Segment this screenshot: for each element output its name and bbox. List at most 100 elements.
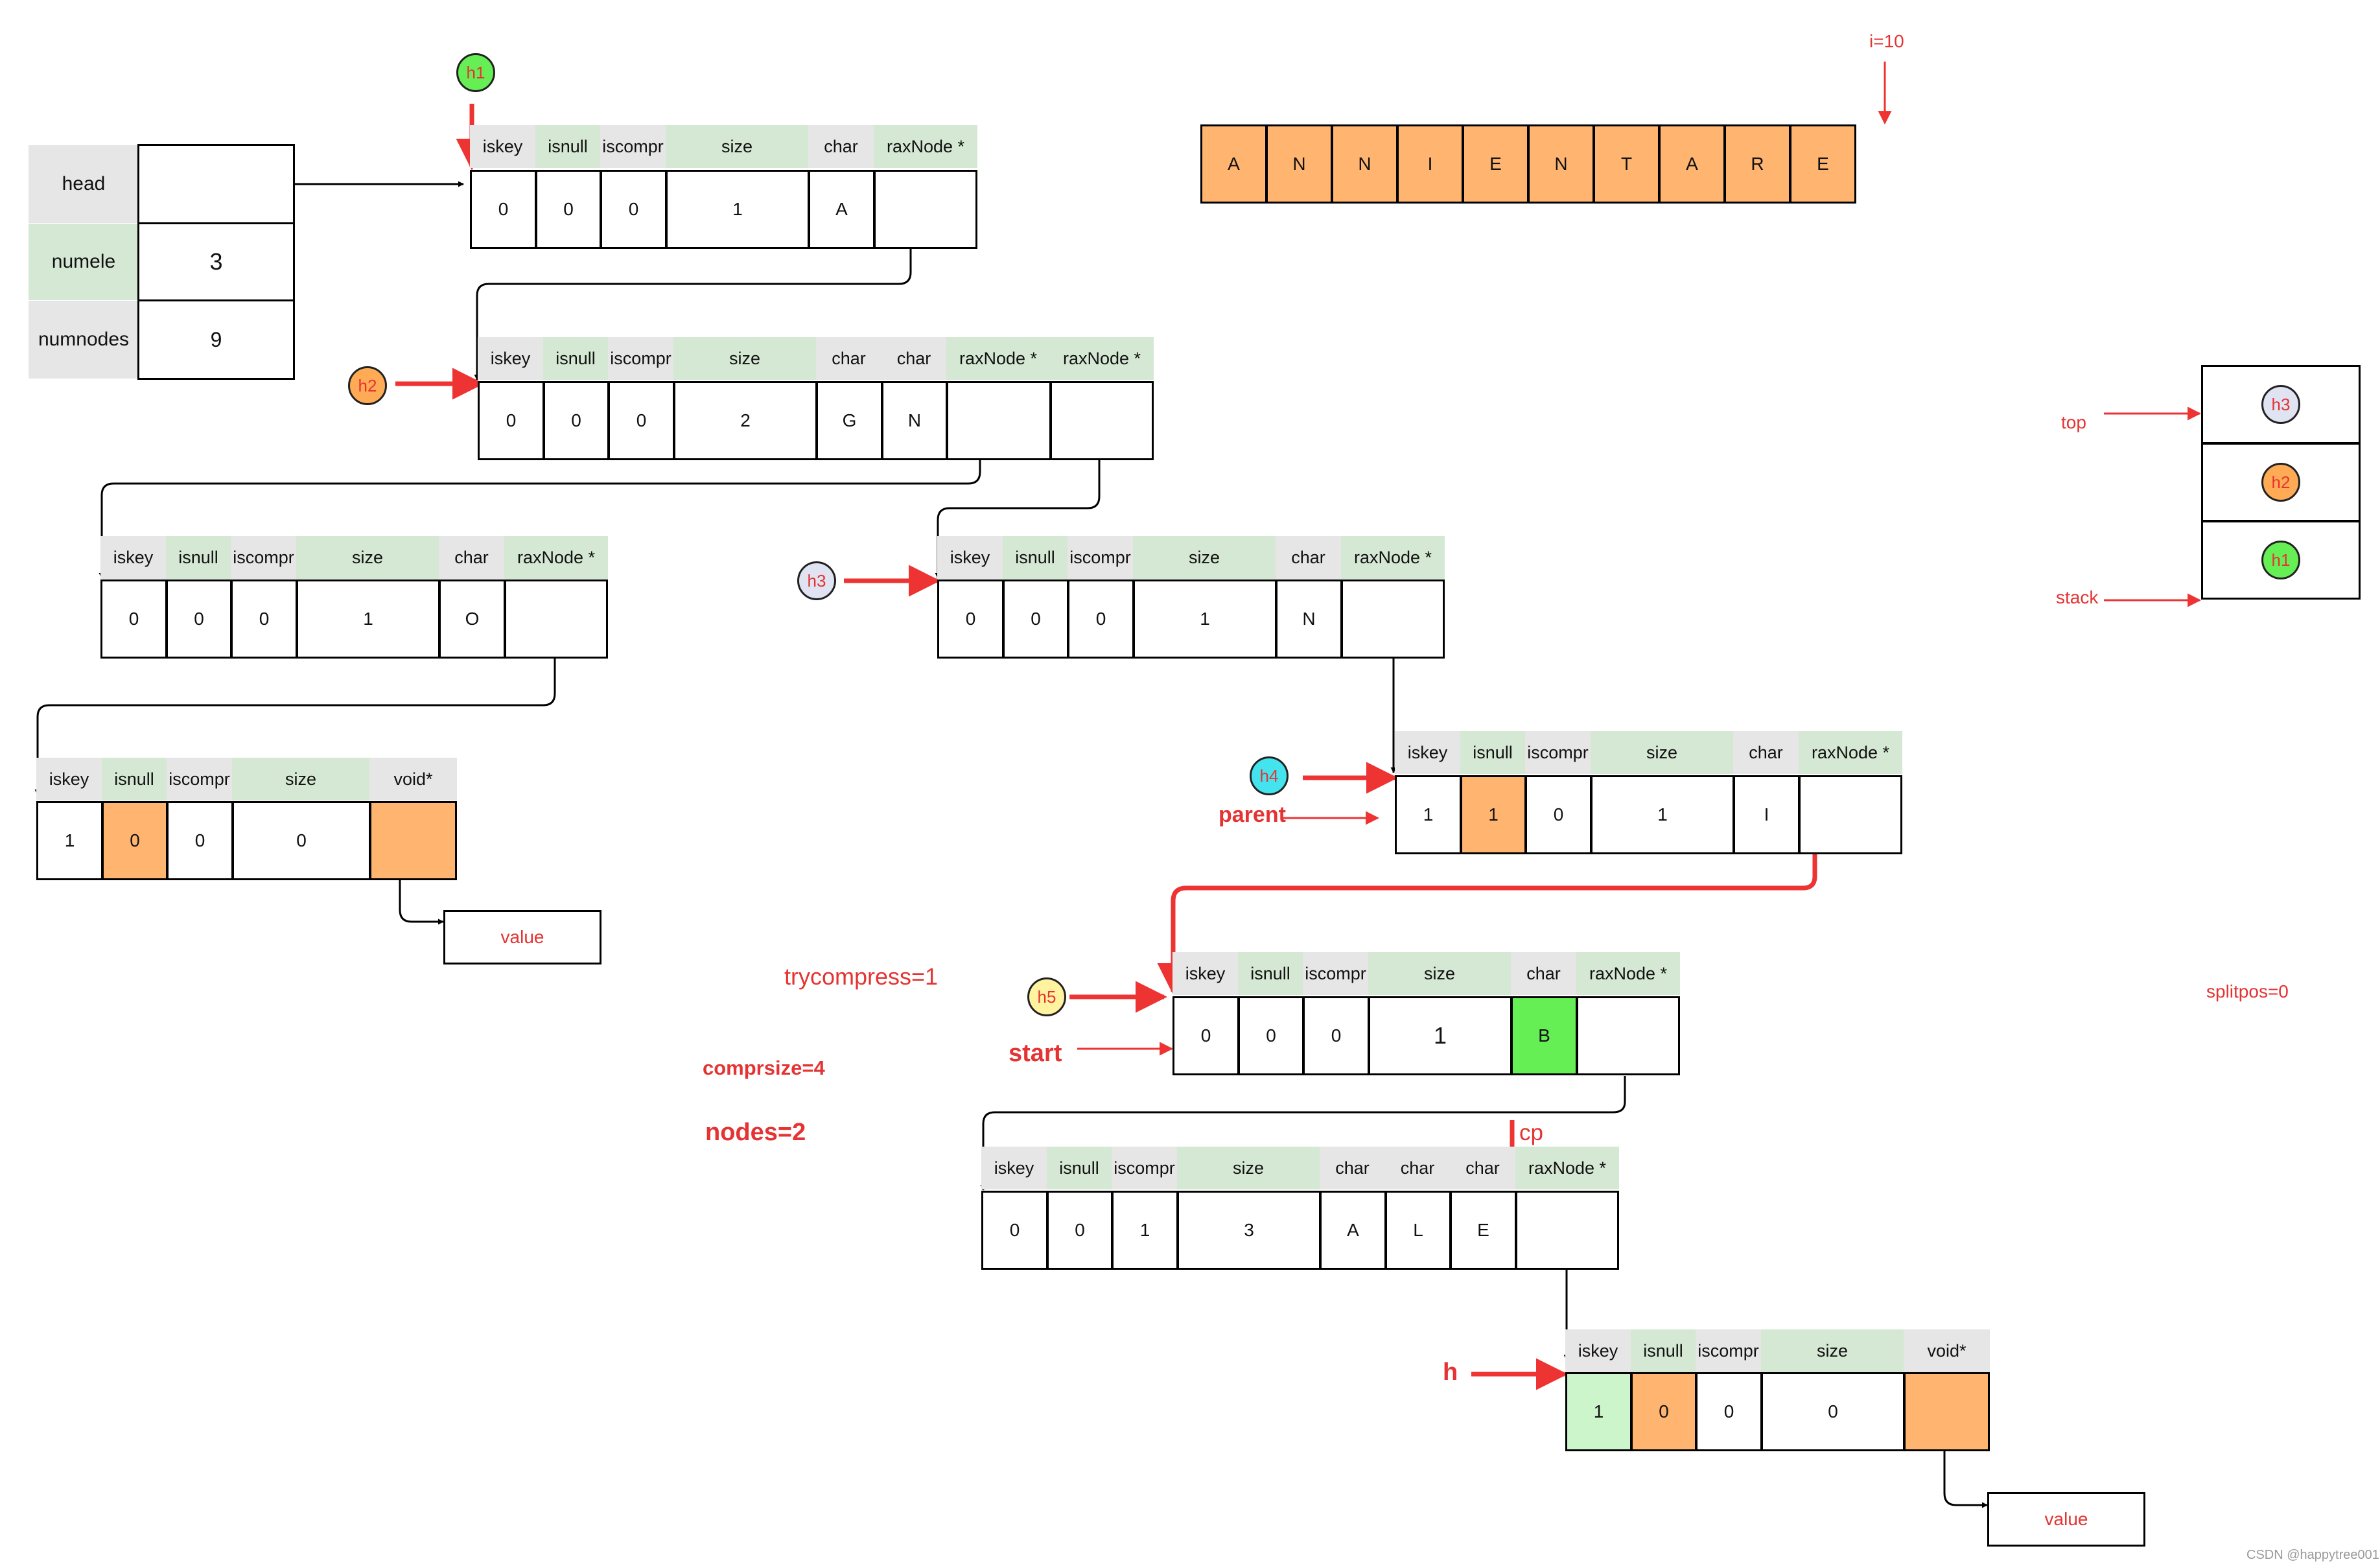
rax-struct-value-numnodes: 9	[137, 299, 295, 380]
node-value-iscompr: 0	[1303, 996, 1370, 1075]
node-header-iskey: iskey	[100, 536, 166, 579]
node-header-child-ptr: raxNode *	[1341, 536, 1445, 579]
node-header-isnull: isnull	[1460, 731, 1525, 774]
node-value-iscompr: 0	[1525, 775, 1592, 854]
node-value-child-ptr	[1799, 775, 1902, 854]
node-value-size: 1	[666, 170, 810, 249]
node-value-iskey: 0	[100, 579, 167, 659]
key-char-cell: N	[1528, 124, 1594, 204]
node-value-size: 0	[1761, 1372, 1905, 1451]
key-char-cell: A	[1200, 124, 1267, 204]
node7-to-node8-arrow	[980, 1076, 1626, 1191]
key-char-cell: R	[1724, 124, 1791, 204]
node-header-size: size	[232, 758, 369, 801]
node-header-char: char	[1385, 1147, 1450, 1189]
node2-to-node3-arrow	[99, 446, 981, 579]
h1-pointer-circle: h1	[456, 53, 495, 92]
node-value-iskey: 0	[981, 1191, 1048, 1270]
node-value-data-ptr	[369, 801, 457, 880]
value-box: value	[1987, 1492, 2145, 1547]
cp-label: cp	[1519, 1120, 1543, 1145]
node-value-char: G	[816, 381, 883, 460]
node-header-child-ptr: raxNode *	[946, 337, 1050, 380]
node-value-isnull: 0	[1003, 579, 1069, 659]
node-value-iscompr: 0	[231, 579, 298, 659]
stack-base-label: stack	[2056, 587, 2099, 607]
node-header-iskey: iskey	[1565, 1329, 1631, 1372]
node-value-iskey: 0	[937, 579, 1004, 659]
node-value-child-ptr	[1576, 996, 1680, 1075]
node-value-data-ptr	[1904, 1372, 1990, 1451]
node-header-data-ptr: void*	[1904, 1329, 1990, 1372]
node-header-data-ptr: void*	[369, 758, 457, 801]
node4-to-value-arrow	[399, 840, 444, 925]
key-char-cell: I	[1397, 124, 1464, 204]
node-header-iskey: iskey	[470, 125, 535, 168]
node-value-iskey: 0	[478, 381, 544, 460]
node-value-size: 3	[1177, 1191, 1321, 1270]
h3-pointer-circle: h3	[797, 561, 836, 600]
rax-struct-label-numele: numele	[29, 224, 139, 300]
node-value-iscompr: 0	[1696, 1372, 1762, 1451]
h5-pointer-circle: h5	[1027, 977, 1066, 1016]
node-value-isnull: 0	[1631, 1372, 1697, 1451]
key-char-cell: E	[1790, 124, 1856, 204]
node-header-char: char	[1450, 1147, 1515, 1189]
node-header-iscompr: iscompr	[1696, 1329, 1761, 1372]
key-char-cell: N	[1331, 124, 1398, 204]
node-header-isnull: isnull	[1631, 1329, 1696, 1372]
node-header-size: size	[1591, 731, 1733, 774]
node-header-isnull: isnull	[535, 125, 600, 168]
key-char-cell: T	[1593, 124, 1660, 204]
node-header-char: char	[1733, 731, 1799, 774]
node-value-char: N	[1276, 579, 1342, 659]
node-value-child-ptr	[946, 381, 1051, 460]
node-header-iskey: iskey	[937, 536, 1003, 579]
node-value-char: L	[1385, 1191, 1451, 1270]
node-header-size: size	[666, 125, 808, 168]
node-value-size: 1	[1591, 775, 1734, 854]
rax-struct-label-numnodes: numnodes	[29, 301, 139, 379]
rax-struct-value-head	[137, 144, 295, 224]
node9-to-value-arrow	[1943, 1421, 1988, 1508]
node-header-iskey: iskey	[1172, 952, 1238, 995]
node-value-child-ptr	[1341, 579, 1445, 659]
node6-to-node7-arrow	[1157, 810, 1817, 995]
stack-item-h1: h1	[2261, 541, 2300, 579]
node-header-isnull: isnull	[166, 536, 231, 579]
node-header-iskey: iskey	[1395, 731, 1460, 774]
key-char-cell: N	[1266, 124, 1333, 204]
key-char-cell: A	[1659, 124, 1725, 204]
node-value-iscompr: 0	[1068, 579, 1134, 659]
node-header-isnull: isnull	[1238, 952, 1303, 995]
node-header-iscompr: iscompr	[600, 125, 666, 168]
h2-pointer-circle: h2	[348, 366, 387, 405]
node-value-size: 1	[1368, 996, 1512, 1075]
node-value-iskey: 0	[470, 170, 537, 249]
node-value-iskey: 1	[36, 801, 103, 880]
node-value-size: 0	[232, 801, 371, 880]
node-value-isnull: 0	[1047, 1191, 1113, 1270]
node-value-char: O	[439, 579, 506, 659]
h4-pointer-circle: h4	[1250, 756, 1289, 795]
node-value-char: I	[1733, 775, 1800, 854]
node-value-iscompr: 0	[600, 170, 667, 249]
node-header-char: char	[1511, 952, 1576, 995]
node-value-char: E	[1450, 1191, 1517, 1270]
node-header-size: size	[1761, 1329, 1904, 1372]
node-header-size: size	[1177, 1147, 1320, 1189]
trycompress-label: trycompress=1	[784, 963, 939, 990]
node-value-child-ptr	[1515, 1191, 1619, 1270]
node2-to-node5-arrow	[935, 456, 1101, 579]
node-value-child-ptr	[874, 170, 977, 249]
node-header-child-ptr: raxNode *	[1799, 731, 1902, 774]
node-value-iskey: 1	[1395, 775, 1462, 854]
stack-top-label: top	[2061, 412, 2086, 432]
node-header-iscompr: iscompr	[1525, 731, 1591, 774]
node-header-iskey: iskey	[478, 337, 543, 380]
node1-to-node2-arrow	[474, 231, 912, 380]
node-header-iscompr: iscompr	[1303, 952, 1368, 995]
key-char-cell: E	[1462, 124, 1529, 204]
node-value-isnull: 0	[166, 579, 232, 659]
h-label: h	[1443, 1359, 1458, 1386]
